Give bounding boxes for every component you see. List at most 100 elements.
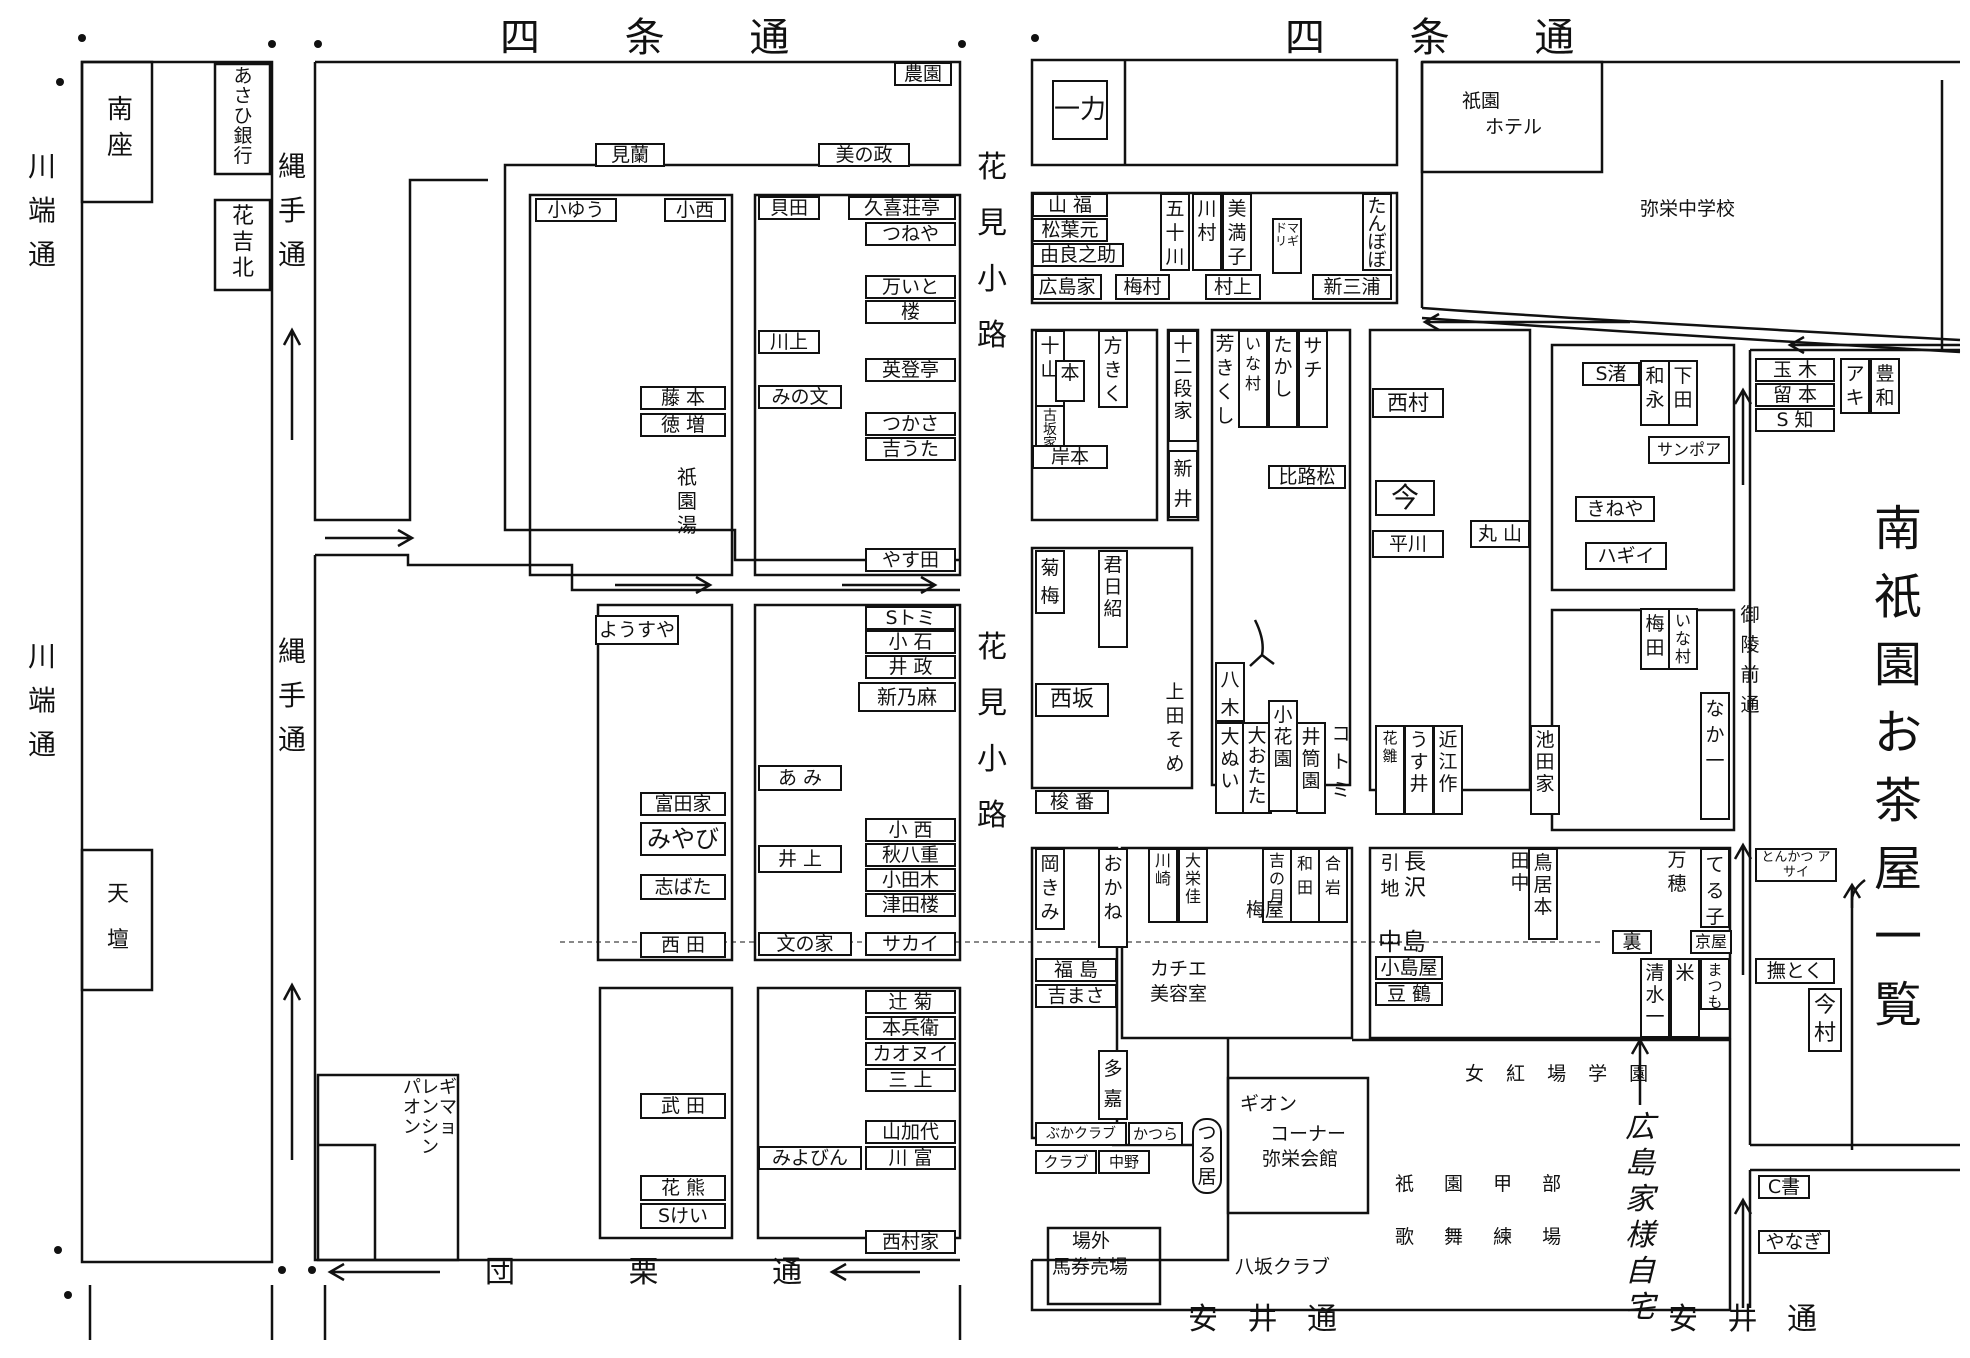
kaonui: カオヌイ <box>865 1042 956 1066</box>
aki: アキ <box>1840 358 1870 414</box>
ohana: 大ぬい <box>1215 722 1245 814</box>
ueda: 上田そめ <box>1165 681 1185 775</box>
yousuya: ようすや <box>595 615 679 645</box>
houwa: 豊和 <box>1870 358 1900 414</box>
matsumori: まつもり <box>1700 958 1730 1010</box>
dot <box>56 78 64 86</box>
kobu-2: 歌 舞 練 場 <box>1395 1226 1574 1248</box>
yasaka-school: 弥栄中学校 <box>1640 198 1736 220</box>
enban: 梭 番 <box>1035 790 1109 814</box>
dot <box>54 1246 62 1254</box>
east1-lower-block <box>1030 546 1194 790</box>
bukaclub: ぶかクラブ <box>1035 1122 1127 1146</box>
hanakuma: 花 熊 <box>640 1175 726 1201</box>
ikedaya: 池田家 <box>1530 725 1560 815</box>
yanagi: やなぎ <box>1758 1230 1830 1254</box>
nishimura: 西村 <box>1372 388 1444 418</box>
dot <box>78 34 86 42</box>
okakimi: 岡きみ <box>1035 848 1065 930</box>
kikuume: 菊梅 <box>1035 550 1065 614</box>
col1-mid-block <box>596 603 734 962</box>
dot <box>958 40 966 48</box>
maruyama: 丸 山 <box>1470 520 1530 548</box>
kishimoto: 岸本 <box>1032 445 1108 469</box>
gion-hotel-1: 祇園 <box>1462 90 1501 112</box>
street-nawate-lower: 縄手通 <box>277 635 306 756</box>
imamura: 今村 <box>1808 988 1842 1052</box>
ooizumi: 大栄佳 <box>1178 848 1208 923</box>
arrow-west-3 <box>1422 312 1630 332</box>
upper-left-outline <box>315 60 962 562</box>
hirogimatsu: 比路松 <box>1268 465 1346 489</box>
street-yasui-right: 安 井 通 <box>1668 1302 1828 1337</box>
street-hanamikoji-upper: 花見小路 <box>977 150 1007 353</box>
tamaki: 玉 木 <box>1755 358 1835 382</box>
col2-upper-block <box>753 193 962 577</box>
dot <box>1031 34 1039 42</box>
toumi: 豆 鶴 <box>1375 982 1443 1006</box>
tomitaya: 富田家 <box>640 792 726 816</box>
street-dankuri: 団 栗 通 <box>485 1255 855 1290</box>
yasaka-school-outline <box>1420 60 1960 308</box>
schi: S 知 <box>1755 408 1835 432</box>
arrow-north-4 <box>1733 842 1753 975</box>
sanpoa: サンポア <box>1648 436 1730 464</box>
arrow-north-3 <box>1733 387 1753 485</box>
ura: 裏 <box>1612 930 1652 954</box>
dot <box>314 40 322 48</box>
shouyoumoto: 松葉元 <box>1032 218 1108 242</box>
kojimaya: 小島屋 <box>1375 956 1443 980</box>
shinmaro: 新乃麻 <box>858 682 956 712</box>
manryu: 万穂 <box>1667 849 1687 895</box>
miyabi: みやび <box>640 822 726 856</box>
kawamura: 川村 <box>1192 193 1222 271</box>
tomemoto: 留 本 <box>1755 383 1835 407</box>
arrow-north-lower <box>282 982 302 1160</box>
arrow-west-2 <box>829 1262 920 1282</box>
hanakiri: 花雛 <box>1375 725 1405 815</box>
sakai: サカイ <box>865 932 956 956</box>
minamiza: 南座 <box>106 95 133 161</box>
odaki: 小田木 <box>865 868 956 892</box>
ima: 今 <box>1375 480 1435 516</box>
east-road-upper <box>1421 306 1961 342</box>
honhyoe: 本兵衛 <box>865 1016 956 1040</box>
arrow-west-1 <box>327 1262 440 1282</box>
ami: あ み <box>758 765 842 791</box>
imasa: 井 政 <box>865 655 956 679</box>
seishi: 清水一 <box>1640 958 1670 1038</box>
nishizaka: 西坂 <box>1035 683 1109 717</box>
palais-gion-block <box>316 1073 460 1262</box>
map-title: 南祇園お茶屋一覧 <box>1873 501 1922 1033</box>
juniya: 十二段家 <box>1168 330 1198 442</box>
inoue: 井 上 <box>758 845 842 873</box>
hanakichi: 花吉北 <box>231 204 254 281</box>
hanakichi-block <box>213 198 272 292</box>
arrow-north-upper <box>282 327 302 440</box>
jumoto: 本 <box>1055 360 1085 402</box>
ichiriki-block <box>1030 58 1399 167</box>
kotomi: コトミ <box>1331 723 1351 801</box>
arrow-north-6 <box>1630 1037 1650 1105</box>
arrow-east-3 <box>842 575 938 595</box>
bottom-edge-lines <box>88 1285 274 1340</box>
mikami: 三 上 <box>865 1068 956 1092</box>
snagisa: S渚 <box>1582 362 1640 386</box>
bottom-tick-lines <box>323 1285 962 1340</box>
hiroshimaya: 広島家 <box>1032 274 1102 300</box>
jogai-1: 場外 <box>1072 1230 1111 1252</box>
tsukasa: つかさ <box>865 412 956 436</box>
minomasa: 美の政 <box>818 143 910 167</box>
street-yasui-left: 安 井 通 <box>1188 1302 1348 1337</box>
upper-left-inner <box>313 62 488 522</box>
hikichi: 引地 <box>1380 852 1400 900</box>
palais-gion: パレギオンマンション <box>403 1077 457 1158</box>
gion-corner-3: 弥栄会館 <box>1262 1148 1339 1170</box>
yasuda: やす田 <box>865 548 956 572</box>
konishi2: 小 西 <box>865 818 956 842</box>
col2-lower-block <box>756 986 962 1240</box>
taa: 多嘉 <box>1098 1050 1128 1120</box>
yoshi: 吉の月 <box>1262 848 1292 923</box>
torimoto: 鳥居本 <box>1528 848 1558 940</box>
